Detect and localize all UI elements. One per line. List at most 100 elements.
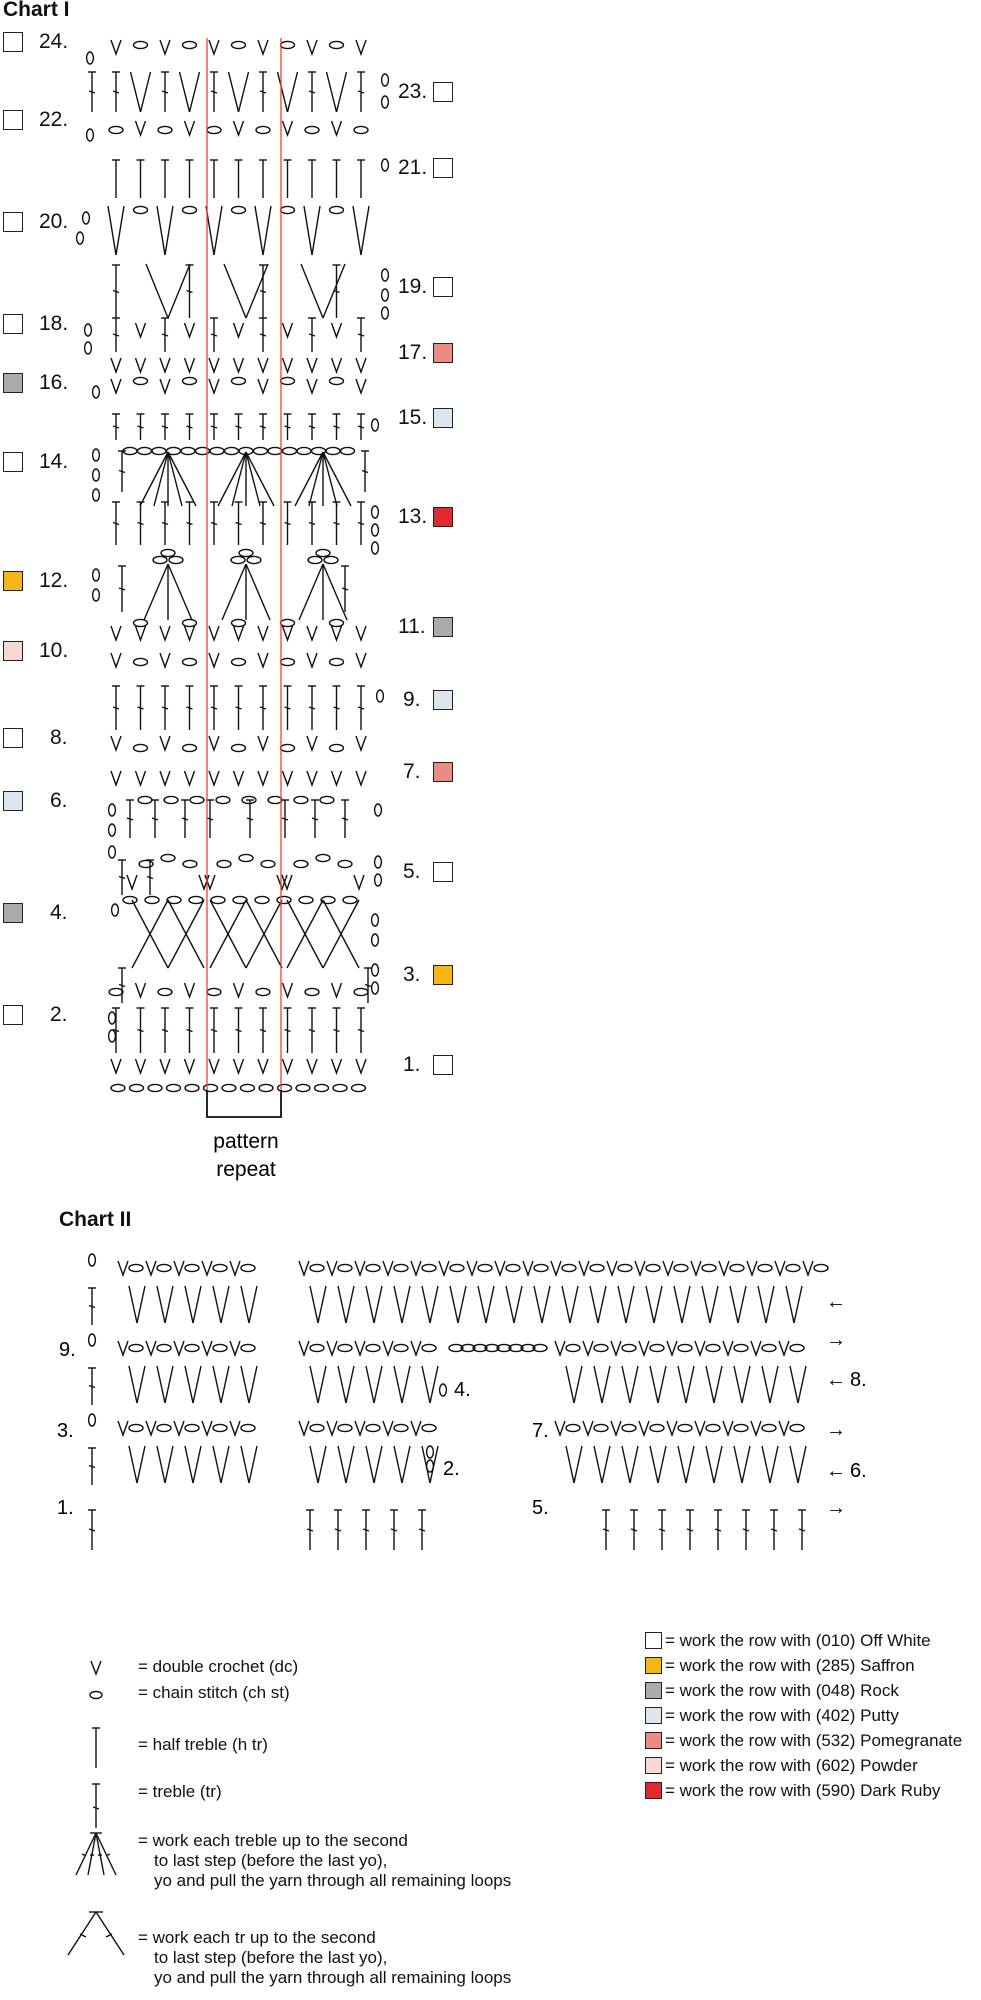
legend-dc-text: = double crochet (dc) [138,1657,299,1676]
double-crochet [355,770,367,788]
chain-stitch [230,657,247,667]
double-crochet [326,1340,338,1358]
chain-stitch [328,205,345,215]
double-crochet [257,625,269,643]
chart-2-row-2-label: 2. [443,1458,460,1480]
chain-stitch [328,618,345,628]
chain-stitch [425,1459,435,1473]
treble-v [337,1445,355,1484]
double-crochet [159,735,171,753]
row-color-swatch-24 [3,32,23,52]
double-crochet [354,1420,366,1438]
row-number-17: 17. [398,341,428,364]
row-color-swatch-8 [3,728,23,748]
treble-v [617,1285,635,1324]
row-color-swatch-4 [3,903,23,923]
treble-v [561,1285,579,1324]
double-crochet [694,1420,706,1438]
treble-v [184,1285,202,1324]
treble [136,1007,145,1053]
row-color-swatch-15 [433,408,453,428]
double-crochet [330,982,343,1000]
treble [161,317,169,352]
chain-stitch [223,446,240,456]
color-swatch-off-white [645,1632,662,1649]
double-crochet [802,1260,814,1278]
treble [798,1509,806,1550]
treble-inverted-v [286,899,360,969]
chain-stitch [206,125,222,135]
chain-stitch [313,1083,330,1093]
pattern-repeat-bracket [206,1090,282,1118]
chain-stitch [621,1343,637,1353]
chain-stitch [339,446,356,456]
chain-stitch [230,555,246,565]
chain-stitch [328,40,345,50]
chain-stitch [677,1423,693,1433]
chain-stitch [240,1263,256,1273]
chain-stitch [307,555,323,565]
chain-stitch [267,795,283,805]
chain-stitch [532,1343,548,1353]
double-crochet [610,1420,622,1438]
treble-v [421,1285,439,1324]
chain-stitch [232,895,248,905]
chain-stitch [449,1263,465,1273]
chain-stitch [276,1083,293,1093]
chain-stitch [279,40,296,50]
half-treble [161,159,169,198]
chain-stitch [260,859,276,869]
chain-stitch [789,1343,805,1353]
treble-v [184,1445,202,1484]
treble [283,501,292,545]
treble-v [365,1365,383,1404]
double-crochet [298,1260,310,1278]
row-color-swatch-9 [433,690,453,710]
row-color-swatch-23 [433,82,453,102]
chain-stitch [165,1083,182,1093]
treble [118,967,126,1003]
double-crochet [666,1340,678,1358]
row-number-11: 11. [398,615,426,638]
row-number-18: 18. [39,312,69,335]
row-number-7: 7. [403,760,421,783]
double-crochet [134,357,147,375]
treble [88,1287,96,1325]
double-crochet [666,1420,678,1438]
double-crochet [330,120,343,138]
chain-stitch [281,446,298,456]
chain-stitch [733,1343,749,1353]
chain-stitch [128,1423,144,1433]
double-crochet [257,1058,269,1076]
half-treble [308,159,316,198]
double-crochet [610,1340,622,1358]
chain-stitch [342,895,358,905]
treble [136,685,145,730]
row-number-15: 15. [398,406,428,429]
treble [210,317,218,352]
chain-stitch [370,541,380,555]
symbol-legend-icons [67,1660,125,1956]
half-treble [332,159,341,198]
double-crochet [634,1260,646,1278]
treble [630,1509,638,1550]
treble [364,967,372,1003]
chain-stitch [132,205,149,215]
chain-stitch [337,1423,353,1433]
treble [362,1509,370,1550]
cluster-inverted-v-icon [67,1911,125,1956]
chain-stitch [293,859,309,869]
chain-stitch [83,341,93,355]
chain-stitch [181,205,198,215]
treble [658,1509,666,1550]
chain-stitch [107,845,117,859]
treble-v [733,1365,751,1404]
treble [161,501,169,545]
treble-v [621,1445,639,1484]
chain-stitch [240,1423,256,1433]
double-crochet [281,770,294,788]
row-color-swatch-7 [433,762,453,782]
chain-stitch [295,1083,311,1093]
chain-stitch [373,873,383,887]
double-crochet [778,1420,790,1438]
